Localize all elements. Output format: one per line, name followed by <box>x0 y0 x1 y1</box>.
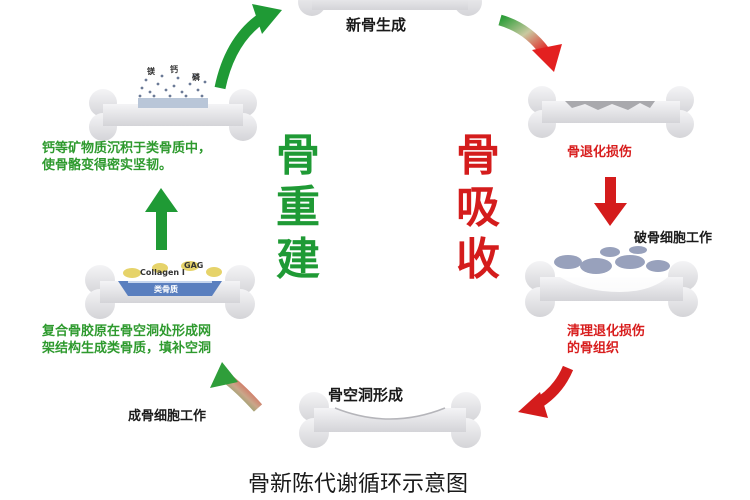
stage-collagen-line-1: 复合骨胶原在骨空洞处形成网 <box>42 324 212 339</box>
stage-collagen-osteoid: 复合骨胶原在骨空洞处形成网 架结构生成类骨质，填补空洞 <box>42 323 211 357</box>
mineral-particles <box>138 74 207 98</box>
stage-collagen-line-2: 架结构生成类骨质，填补空洞 <box>42 341 212 356</box>
phase-rebuild-char-3: 建 <box>276 234 320 285</box>
osteoclast-cells <box>554 246 670 274</box>
diagram-caption: 骨新陈代谢循环示意图 <box>248 472 469 497</box>
stage-clear-line-1: 清理退化损伤 <box>567 324 646 339</box>
bone-right-top <box>528 86 694 138</box>
collagen-label: Collagen I <box>140 268 185 277</box>
stage-clear-line-2: 的骨组织 <box>567 341 620 356</box>
arrow-top-to-right <box>498 14 562 72</box>
gag-label: GAG <box>184 261 204 270</box>
bone-left-top <box>89 89 257 141</box>
arrow-right-down <box>594 177 627 226</box>
collagen-cells <box>123 261 222 278</box>
mineral-ca-label: 钙 <box>170 65 178 74</box>
stage-osteoclast-work: 破骨细胞工作 <box>634 231 713 246</box>
stage-mineral-line-2: 使骨骼变得密实坚韧。 <box>42 158 173 173</box>
stage-osteoblast-work: 成骨细胞工作 <box>128 409 207 424</box>
phase-resorb-char-1: 骨 <box>456 130 500 181</box>
stage-clear-damaged-tissue: 清理退化损伤 的骨组织 <box>567 323 645 357</box>
mineral-p-label: 磷 <box>192 73 200 82</box>
phase-rebuild-char-2: 重 <box>276 182 320 233</box>
arrow-left-to-top <box>214 4 282 90</box>
phase-resorb-char-3: 收 <box>456 234 500 285</box>
phase-resorption: 骨 吸 收 <box>452 130 504 286</box>
bone-bottom <box>299 392 481 448</box>
mineral-mg-label: 镁 <box>147 67 155 76</box>
stage-bone-degeneration: 骨退化损伤 <box>567 145 633 160</box>
phase-resorb-char-2: 吸 <box>456 182 500 233</box>
osteoid-label: 类骨质 <box>154 285 178 294</box>
stage-mineral-deposit: 钙等矿物质沉积于类骨质中， 使骨骼变得密实坚韧。 <box>42 140 211 174</box>
phase-rebuild: 骨 重 建 <box>272 130 324 286</box>
bone-left-bottom <box>85 265 255 319</box>
arrow-left-up <box>145 188 178 250</box>
arrow-bottom-to-left <box>210 362 263 412</box>
stage-bone-cavity: 骨空洞形成 <box>328 386 404 404</box>
arrow-right-to-bottom <box>518 365 574 418</box>
phase-rebuild-char-1: 骨 <box>276 130 320 181</box>
bone-right-mid <box>525 261 698 317</box>
stage-mineral-line-1: 钙等矿物质沉积于类骨质中， <box>42 141 212 156</box>
stage-new-bone: 新骨生成 <box>346 16 407 34</box>
bone-top <box>298 0 482 16</box>
